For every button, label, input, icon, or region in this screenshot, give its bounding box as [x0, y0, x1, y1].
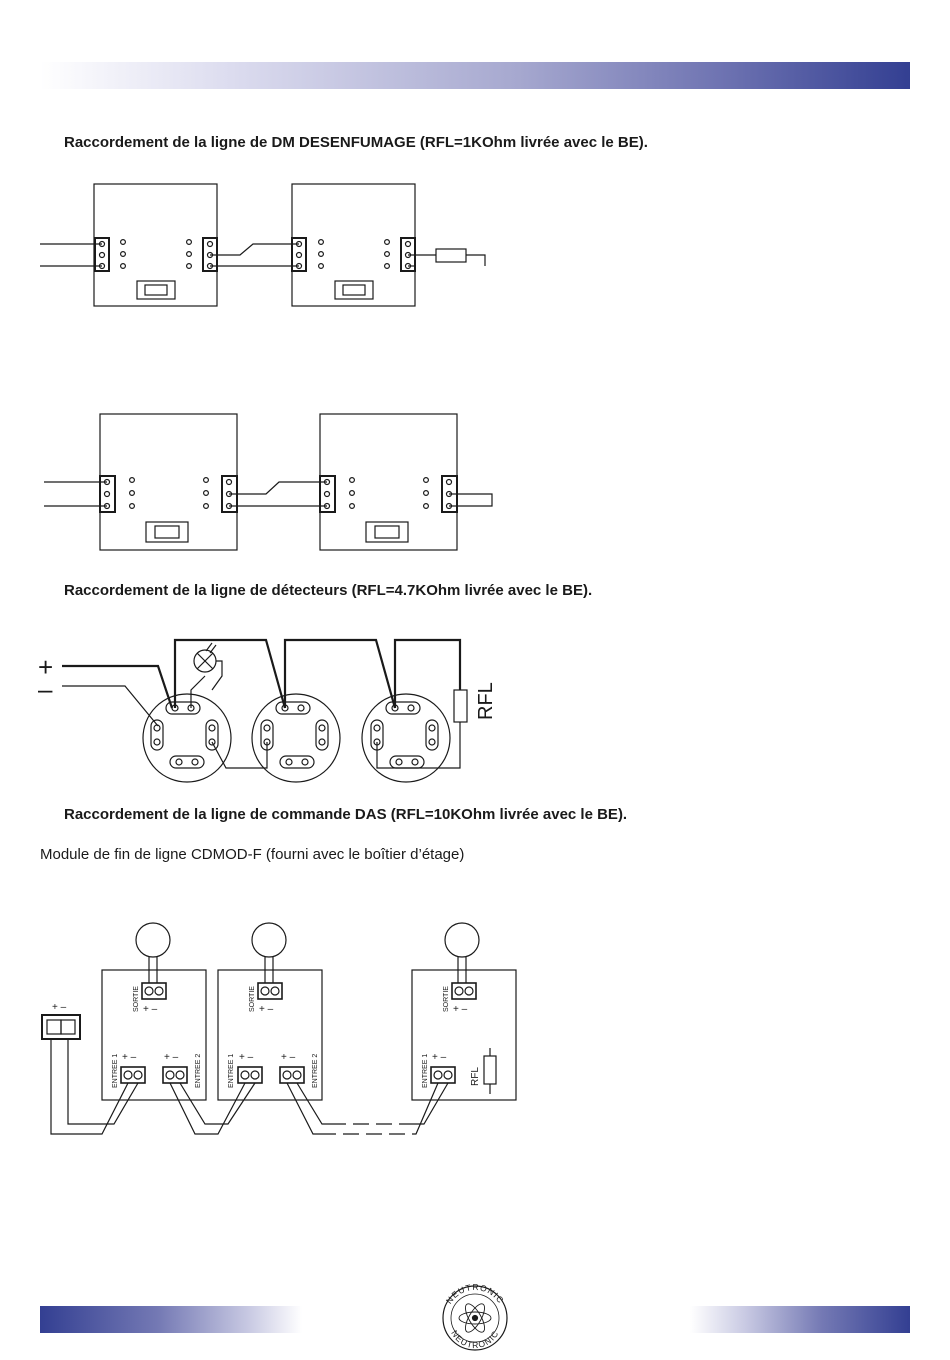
unit1-entree2-label: ENTREE 2 [195, 1054, 202, 1088]
footer-band-right [690, 1306, 910, 1333]
detector-base-1 [142, 693, 232, 783]
unit3-sortie-label: SORTIE [443, 986, 450, 1012]
unit1-sortie-pm: + – [143, 1004, 158, 1015]
unit1-entree2-pm: + – [164, 1052, 179, 1063]
unit2-entree2-label: ENTREE 2 [312, 1054, 319, 1088]
dm-diagram-1 [40, 183, 486, 307]
dm-box-1 [93, 183, 218, 307]
unit3-entree1-pm: + – [432, 1052, 447, 1063]
unit2-entree1-label: ENTREE 1 [228, 1054, 235, 1088]
das-rfl-label: RFL [470, 1067, 481, 1086]
minus-label: – [38, 674, 53, 704]
unit2-entree1-pm: + – [239, 1052, 254, 1063]
plus-label: + [38, 652, 53, 682]
unit3-entree1-label: ENTREE 1 [422, 1054, 429, 1088]
unit2-sortie-pm: + – [259, 1004, 274, 1015]
footer-band-left [40, 1306, 302, 1333]
unit2-sortie-label: SORTIE [249, 986, 256, 1012]
unit1-entree1-pm: + – [122, 1052, 137, 1063]
das-unit-1 [101, 922, 207, 1101]
detector-base-2 [251, 693, 341, 783]
heading-commande-das: Raccordement de la ligne de commande DAS… [64, 806, 628, 823]
note-module-fin-de-ligne: Module de fin de ligne CDMOD-F (fourni a… [40, 846, 465, 863]
das-diagram [41, 922, 517, 1135]
das-unit-2 [217, 922, 323, 1101]
heading-dm-desenfumage: Raccordement de la ligne de DM DESENFUMA… [64, 134, 648, 151]
logo-text-top: NEUTRONIC [444, 1282, 506, 1306]
unit2-entree2-pm: + – [281, 1052, 296, 1063]
dm-diagram-2 [44, 413, 493, 551]
das-unit-3 [411, 922, 517, 1101]
detector-rfl-label: RFL [475, 682, 497, 720]
end-of-line-module [41, 1014, 81, 1040]
logo-text-bottom: NEUTRONIC [449, 1328, 500, 1350]
module-plus-minus: + – [52, 1002, 67, 1013]
heading-detecteurs: Raccordement de la ligne de détecteurs (… [64, 582, 593, 599]
header-band [40, 62, 910, 89]
dm-box-3 [99, 413, 238, 551]
unit1-entree1-label: ENTREE 1 [112, 1054, 119, 1088]
unit3-sortie-pm: + – [453, 1004, 468, 1015]
neutronic-logo [442, 1285, 508, 1351]
detector-diagram [62, 638, 468, 783]
unit1-sortie-label: SORTIE [133, 986, 140, 1012]
